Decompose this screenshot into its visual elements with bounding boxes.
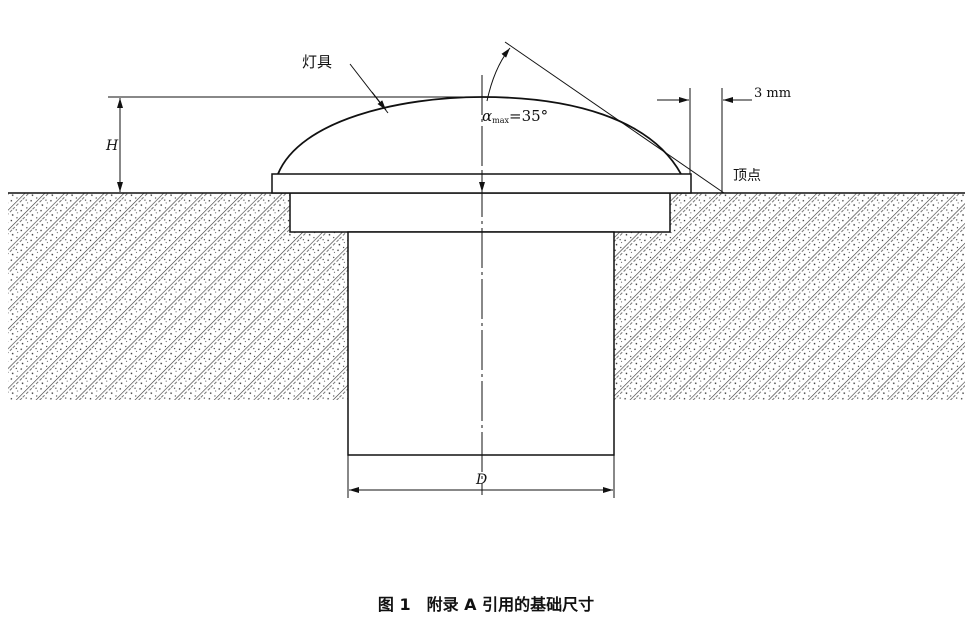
- ground-hatch-left: [8, 193, 348, 400]
- clearance-label: 3 mm: [754, 86, 791, 101]
- fixture-label: 灯具: [302, 53, 332, 71]
- alpha-symbol: α: [482, 107, 492, 125]
- fixture-dome: [277, 96, 682, 175]
- diameter-label: D: [475, 472, 487, 488]
- fixture-leader-arrow: [371, 91, 387, 111]
- height-label: H: [105, 138, 119, 154]
- angle-arc: [486, 47, 511, 102]
- foundation-flange: [289, 192, 671, 233]
- alpha-label: αmax=35°: [482, 107, 548, 125]
- vertex-label: 顶点: [733, 168, 761, 184]
- alpha-value: =35°: [509, 107, 548, 125]
- tangent-line: [504, 41, 725, 194]
- ground-hatch-right: [614, 193, 965, 400]
- figure-caption: 图 1 附录 A 引用的基础尺寸: [378, 595, 594, 614]
- alpha-subscript: max: [492, 116, 509, 125]
- foundation-cylinder: [347, 231, 615, 456]
